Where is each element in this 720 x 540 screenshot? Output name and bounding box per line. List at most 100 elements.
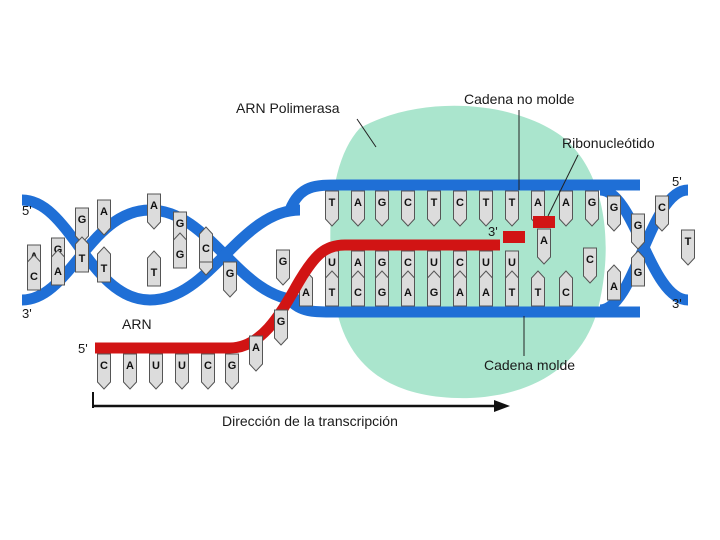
incoming-nucleotide-base: A	[537, 228, 551, 265]
nucleotide-peg	[631, 213, 645, 250]
rna-tail-base: A	[123, 353, 137, 390]
nucleotide-letter: T	[431, 197, 438, 209]
nucleotide-letter: G	[378, 197, 387, 209]
nucleotide-peg	[27, 254, 41, 291]
helix-base: G	[607, 195, 621, 232]
nucleotide-peg	[225, 353, 239, 390]
nucleotide-letter: A	[562, 197, 570, 209]
rna-growing-end-label: 3'	[488, 224, 498, 239]
nucleotide-letter: G	[378, 257, 387, 269]
non-template-base: T	[325, 190, 339, 227]
nucleotide-letter: U	[178, 360, 186, 372]
nucleotide-peg	[453, 270, 467, 307]
nucleotide-letter: T	[151, 267, 158, 279]
nucleotide-letter: T	[535, 287, 542, 299]
rna-tail-base: C	[201, 353, 215, 390]
nucleotide-letter: C	[404, 197, 412, 209]
nucleotide-peg	[585, 190, 599, 227]
nucleotide-letter: T	[685, 236, 692, 248]
nucleotide-peg	[51, 249, 65, 286]
nucleotide-peg	[276, 249, 290, 286]
helix-base: T	[75, 236, 89, 273]
free-base: C	[583, 247, 597, 284]
non-template-base: T	[427, 190, 441, 227]
nucleotide-letter: G	[588, 197, 597, 209]
helix-base: T	[147, 250, 161, 287]
nucleotide-letter: A	[534, 197, 542, 209]
nucleotide-peg	[274, 309, 288, 346]
template-base: G	[375, 270, 389, 307]
nucleotide-peg	[249, 335, 263, 372]
helix-base: A	[147, 193, 161, 230]
nucleotide-letter: A	[354, 197, 362, 209]
nucleotide-peg	[97, 199, 111, 236]
left-top-end: 5'	[22, 203, 32, 218]
template-strand	[285, 296, 640, 318]
helix-base: G	[75, 207, 89, 244]
template-base: T	[531, 270, 545, 307]
nucleotide-peg	[401, 190, 415, 227]
nucleotide-peg	[607, 195, 621, 232]
nucleotide-letter: T	[329, 197, 336, 209]
rna-ramp-base: G	[274, 309, 288, 346]
right-helix-strand-b	[598, 184, 690, 316]
helix-base: C	[199, 226, 213, 263]
helix-base: A	[97, 199, 111, 236]
helix-base: T	[681, 229, 695, 266]
nucleotide-letter: C	[202, 243, 210, 255]
nucleotide-peg	[427, 190, 441, 227]
non-template-base: C	[453, 190, 467, 227]
nucleotide-letter: A	[252, 342, 260, 354]
non-template-base: A	[559, 190, 573, 227]
nucleotide-letter: C	[586, 254, 594, 266]
template-label: Cadena molde	[484, 357, 575, 373]
nucleotide-letter: A	[150, 200, 158, 212]
polymerase-pointer	[356, 118, 377, 148]
helix-base: G	[631, 213, 645, 250]
rna-ramp-base: A	[249, 335, 263, 372]
nucleotide-letter: T	[483, 197, 490, 209]
incoming-ribonucleotide	[533, 216, 555, 228]
nucleotide-letter: C	[658, 202, 666, 214]
nucleotide-letter: G	[277, 316, 286, 328]
nucleotide-letter: A	[126, 360, 134, 372]
helix-base: G	[173, 232, 187, 269]
helix-base: C	[27, 254, 41, 291]
nucleotide-peg	[479, 190, 493, 227]
nucleotide-letter: G	[634, 267, 643, 279]
nucleotide-letter: G	[78, 214, 87, 226]
nucleotide-letter: A	[302, 287, 310, 299]
nucleotide-peg	[175, 353, 189, 390]
left-bottom-end: 3'	[22, 306, 32, 321]
nucleotide-letter: A	[482, 287, 490, 299]
nucleotide-letter: A	[456, 287, 464, 299]
template-base: C	[351, 270, 365, 307]
nucleotide-letter: A	[610, 281, 618, 293]
non-template-label: Cadena no molde	[464, 91, 575, 107]
nucleotide-peg	[149, 353, 163, 390]
nucleotide-letter: C	[404, 257, 412, 269]
rna-ramp-base: G	[276, 249, 290, 286]
nucleotide-peg	[199, 226, 213, 263]
nucleotide-peg	[607, 264, 621, 301]
nucleotide-letter: U	[482, 257, 490, 269]
right-bottom-end: 3'	[672, 296, 682, 311]
nucleotide-letter: T	[509, 197, 516, 209]
helix-base: G	[631, 250, 645, 287]
rna-label: ARN	[122, 316, 152, 332]
non-template-base: G	[375, 190, 389, 227]
nucleotide-letter: A	[54, 266, 62, 278]
helix-base: A	[607, 264, 621, 301]
non-template-base: A	[351, 190, 365, 227]
nucleotide-letter: U	[508, 257, 516, 269]
nucleotide-peg	[583, 247, 597, 284]
nucleotide-letter: A	[100, 206, 108, 218]
nucleotide-peg	[505, 270, 519, 307]
ribonucleotide-pointer	[547, 154, 579, 217]
nucleotide-peg	[505, 190, 519, 227]
rna-tail-base: C	[97, 353, 111, 390]
nucleotide-letter: G	[226, 268, 235, 280]
